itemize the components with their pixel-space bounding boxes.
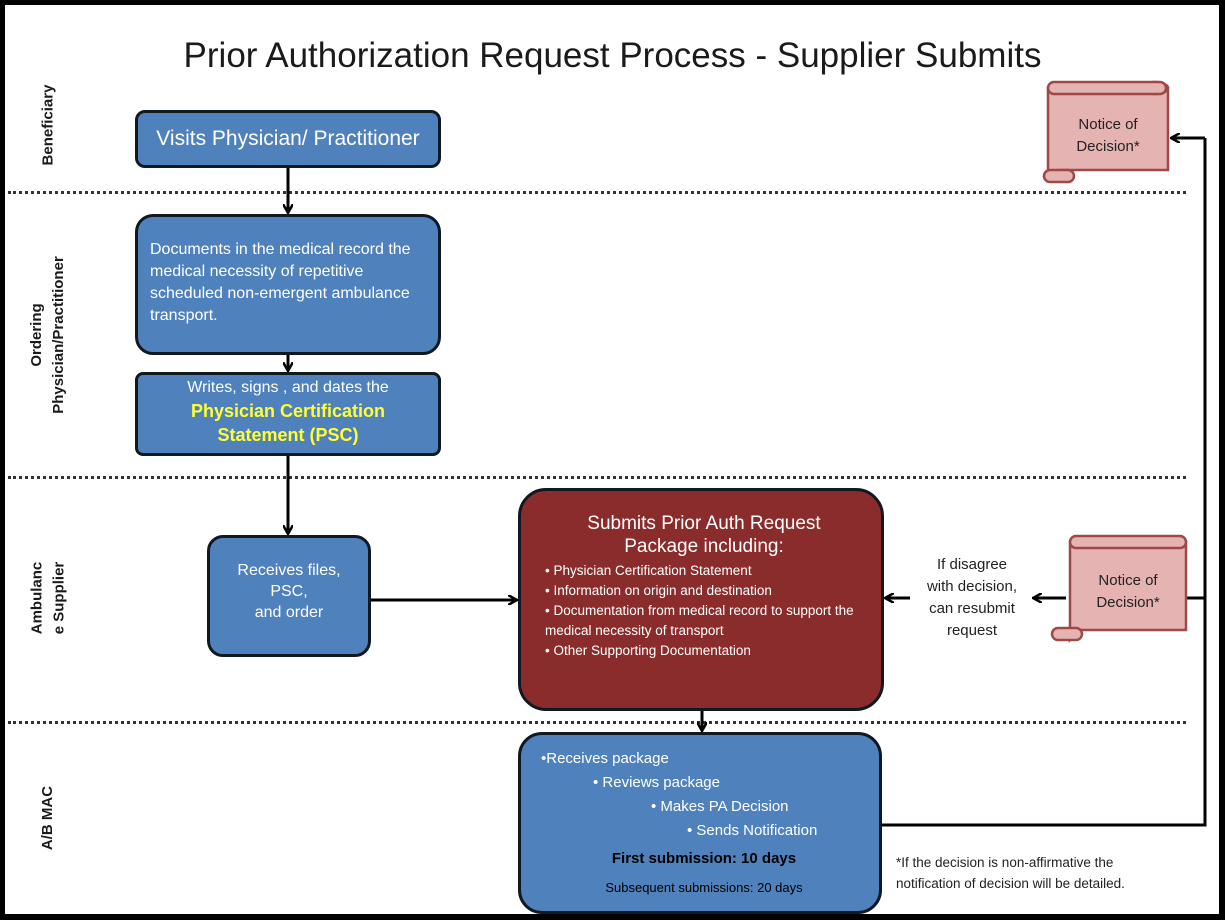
first-submission-label: First submission: 10 days <box>611 850 797 867</box>
submits-item: • Other Supporting Documentation <box>545 643 751 658</box>
disagree-line-2: with decision, <box>926 578 1018 595</box>
writes-intro-text: Writes, signs , and dates the <box>187 379 389 396</box>
submits-title-line-2: Package including: <box>624 536 784 557</box>
footnote: *If the decision is non-affirmative the … <box>896 852 1216 894</box>
notice-top-line-1: Notice of <box>1078 116 1138 133</box>
lane-label-ordering-line2: Physician/Practitioner <box>50 256 67 414</box>
diagram-title: Prior Authorization Request Process - Su… <box>183 36 1042 75</box>
psc-highlight-text: Physician Certification Statement (PSC) <box>190 401 386 445</box>
notice-bottom-text: Notice of Decision* <box>1070 570 1186 614</box>
mac-item-reviews: • Reviews package <box>593 774 720 791</box>
writes-psc-box: Writes, signs , and dates the Physician … <box>135 372 441 456</box>
submits-request-box: Submits Prior Auth Request Package inclu… <box>518 488 884 711</box>
receives-line-1: Receives files, <box>237 562 341 579</box>
notice-top-line-2: Decision* <box>1076 138 1140 155</box>
documents-box: Documents in the medical record the medi… <box>135 214 441 355</box>
visits-physician-text: Visits Physician/ Practitioner <box>156 127 420 150</box>
visits-physician-box: Visits Physician/ Practitioner <box>135 110 441 168</box>
mac-item-receives: •Receives package <box>541 750 669 767</box>
receives-files-box: Receives files, PSC, and order <box>207 535 371 657</box>
notice-bottom-line-1: Notice of <box>1098 572 1158 589</box>
submits-title-line-1: Submits Prior Auth Request <box>587 513 821 534</box>
lane-label-mac: A/B MAC <box>39 785 57 850</box>
lane-beneficiary: Beneficiary <box>18 60 78 190</box>
lane-label-ordering: Ordering Physician/Practitioner <box>26 256 70 414</box>
submits-item: • Physician Certification Statement <box>545 563 752 578</box>
submits-item: • Documentation from medical record to s… <box>545 603 854 638</box>
lane-divider <box>8 191 1186 194</box>
disagree-line-1: If disagree <box>936 556 1008 573</box>
receives-line-3: and order <box>254 604 324 621</box>
receives-line-2: PSC, <box>270 583 308 600</box>
documents-text: Documents in the medical record the medi… <box>150 241 411 324</box>
lane-label-ambulance: Ambulanc e Supplier <box>26 561 70 634</box>
lane-divider <box>8 721 1186 724</box>
lane-label-ordering-line1: Ordering <box>28 303 45 367</box>
mac-item-decision: • Makes PA Decision <box>651 798 789 815</box>
footnote-line-2: notification of decision will be detaile… <box>896 876 1125 891</box>
mac-review-box: •Receives package • Reviews package • Ma… <box>518 732 882 914</box>
disagree-line-3: can resubmit <box>929 600 1015 617</box>
lane-label-ambulance-line2: e Supplier <box>50 561 67 634</box>
mac-item-sends: • Sends Notification <box>687 822 818 839</box>
lane-ambulance-supplier: Ambulanc e Supplier <box>18 480 78 715</box>
disagree-line-4: request <box>946 622 998 639</box>
submits-items: • Physician Certification Statement • In… <box>537 561 871 661</box>
lane-label-beneficiary: Beneficiary <box>39 84 56 166</box>
lane-label-ambulance-line1: Ambulanc <box>28 561 45 634</box>
notice-top-text: Notice of Decision* <box>1048 114 1168 158</box>
footnote-line-1: *If the decision is non-affirmative the <box>896 855 1114 870</box>
subsequent-submission-label: Subsequent submissions: 20 days <box>605 880 803 895</box>
lane-ab-mac: A/B MAC <box>18 725 78 910</box>
disagree-text: If disagree with decision, can resubmit … <box>910 554 1034 642</box>
lane-divider <box>8 476 1186 479</box>
submits-item: • Information on origin and destination <box>545 583 772 598</box>
notice-bottom-line-2: Decision* <box>1096 594 1160 611</box>
lane-ordering: Ordering Physician/Practitioner <box>18 195 78 475</box>
